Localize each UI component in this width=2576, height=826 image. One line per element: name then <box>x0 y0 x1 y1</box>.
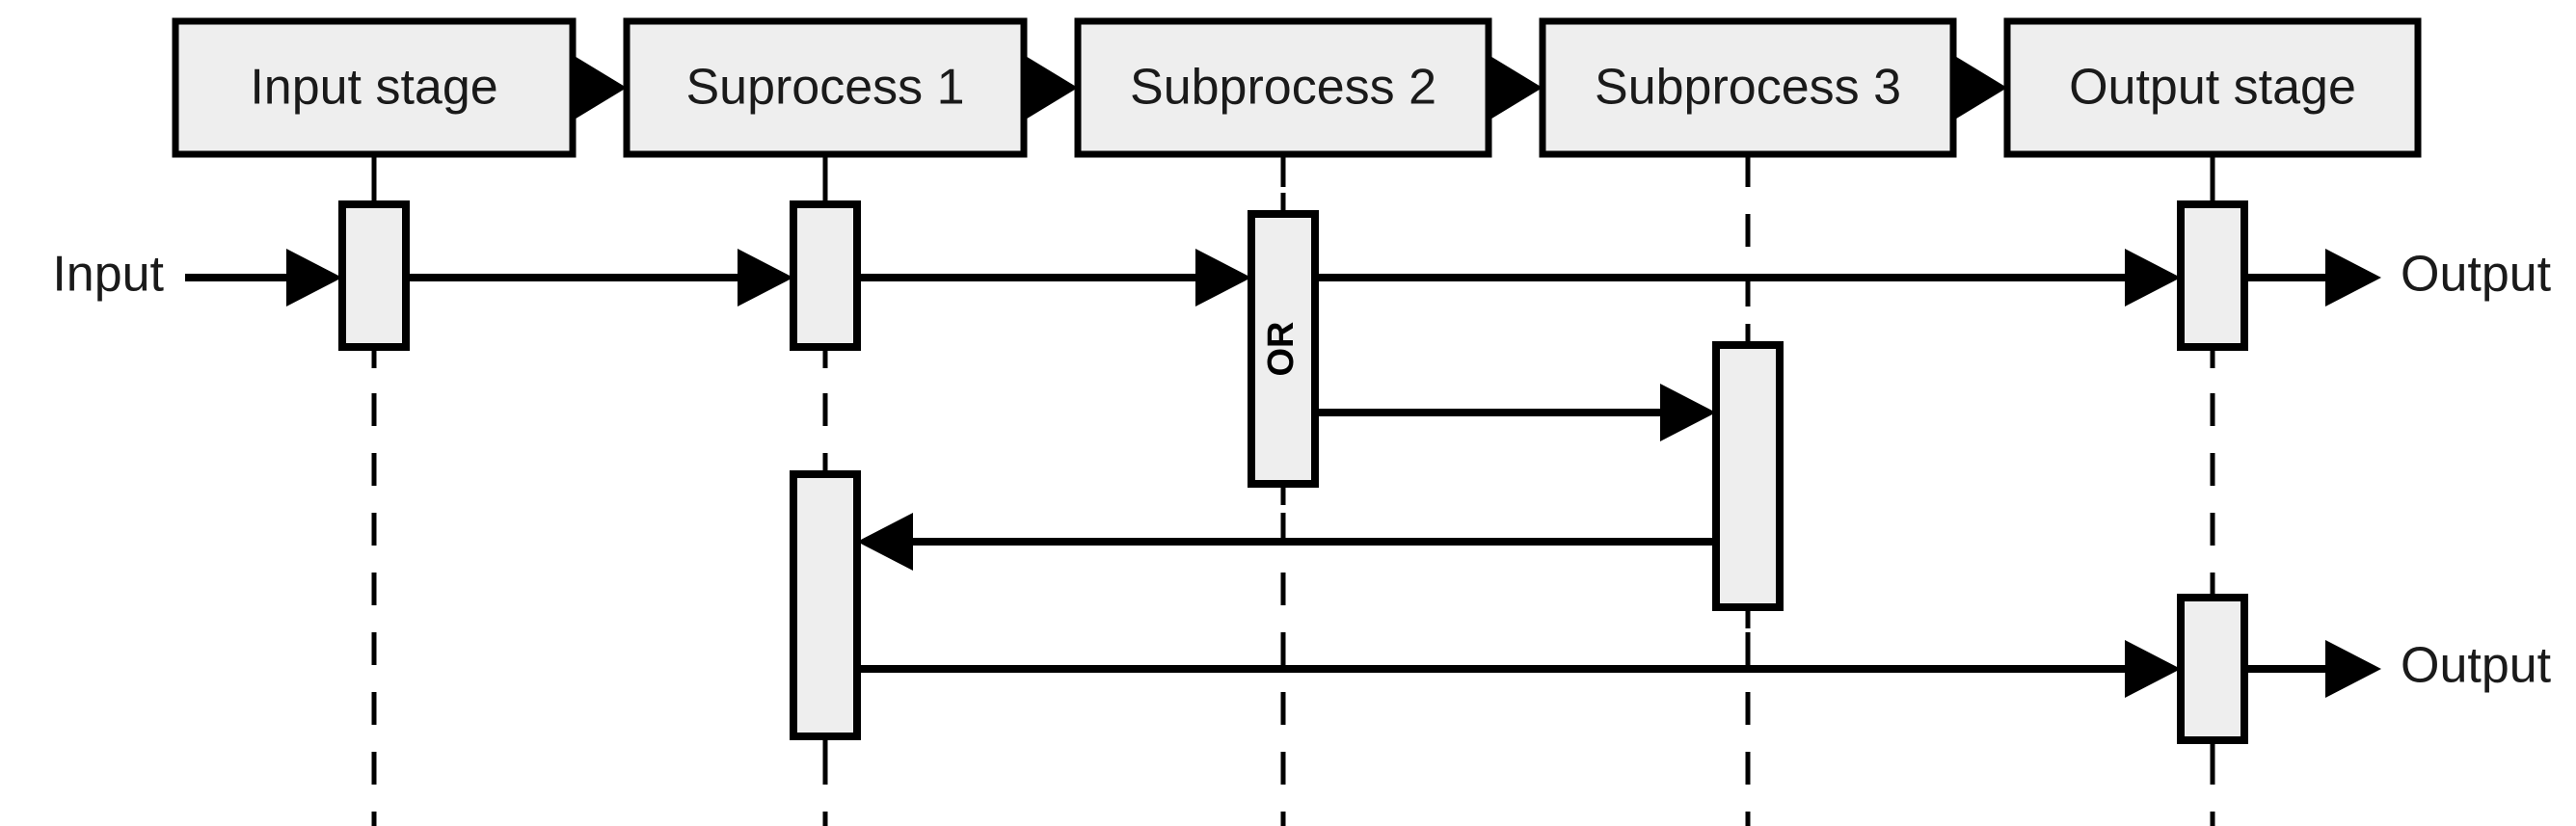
activation-input-stage[interactable] <box>338 200 410 351</box>
label-output-lower: Output <box>2401 638 2552 694</box>
activations-layer: OR <box>338 200 2248 744</box>
lifeline-header-box <box>172 17 577 158</box>
lifeline-header-label: Subprocess 2 <box>1130 60 1436 116</box>
lifeline-header-input-stage[interactable]: Input stage <box>172 17 577 158</box>
activation-bar <box>1248 210 1319 488</box>
messages-layer <box>185 249 2381 698</box>
label-input: Input <box>52 247 164 303</box>
activation-suprocess-1-upper[interactable] <box>790 200 861 351</box>
arrow-head-icon <box>2125 640 2181 698</box>
activation-bar <box>2177 200 2248 351</box>
connector-3-arrow-icon <box>1489 55 1543 120</box>
arrow-head-icon <box>286 249 342 306</box>
arrow-head-icon <box>2325 249 2381 306</box>
lifeline-header-subprocess-2[interactable]: Subprocess 2 <box>1074 17 1492 158</box>
message-suprocess-1-to-subprocess-2 <box>857 249 1251 306</box>
message-input-to-suprocess-1 <box>406 249 793 306</box>
lifeline-header-label: Output stage <box>2069 60 2356 116</box>
activation-bar <box>790 200 861 351</box>
activation-bar <box>338 200 410 351</box>
arrow-head-icon <box>2125 249 2181 306</box>
lifeline-header-label: Subprocess 3 <box>1595 60 1901 116</box>
arrow-head-icon <box>738 249 793 306</box>
arrow-head-icon <box>857 513 913 571</box>
message-subprocess-2-to-subprocess-3 <box>1315 384 1716 441</box>
lifeline-header-suprocess-1[interactable]: Suprocess 1 <box>623 17 1028 158</box>
label-output-upper: Output <box>2401 247 2552 303</box>
activation-bar <box>2177 594 2248 744</box>
lifeline-header-box <box>2003 17 2422 158</box>
activation-subprocess-3[interactable] <box>1712 341 1784 611</box>
activation-bar <box>1712 341 1784 611</box>
lifeline-header-label: Input stage <box>250 60 497 116</box>
lifeline-header-subprocess-3[interactable]: Subprocess 3 <box>1539 17 1957 158</box>
arrow-head-icon <box>1660 384 1716 441</box>
arrow-head-icon <box>1195 249 1251 306</box>
lifeline-header-label: Suprocess 1 <box>685 60 964 116</box>
activation-bar <box>790 470 861 740</box>
connector-2-arrow-icon <box>1024 55 1078 120</box>
connector-4-arrow-icon <box>1953 55 2007 120</box>
activation-output-stage-lower[interactable] <box>2177 594 2248 744</box>
message-input <box>185 249 342 306</box>
arrow-head-icon <box>2325 640 2381 698</box>
message-subprocess-3-to-suprocess-1 <box>857 513 1716 571</box>
stage-connectors-layer <box>573 55 2007 120</box>
activation-output-stage-upper[interactable] <box>2177 200 2248 351</box>
activation-suprocess-1-lower[interactable] <box>790 470 861 740</box>
lifeline-headers-layer: Input stage Suprocess 1 Subprocess 2 Subpro… <box>172 17 2422 158</box>
lifeline-header-output-stage[interactable]: Output stage <box>2003 17 2422 158</box>
message-output-upper <box>2244 249 2381 306</box>
message-suprocess-1-to-output-lower <box>857 640 2181 698</box>
connector-1-arrow-icon <box>573 55 627 120</box>
activation-label: OR <box>1261 322 1301 377</box>
message-output-lower <box>2244 640 2381 698</box>
activation-subprocess-2-or[interactable]: OR <box>1248 210 1319 488</box>
message-subprocess-2-to-output <box>1315 249 2181 306</box>
